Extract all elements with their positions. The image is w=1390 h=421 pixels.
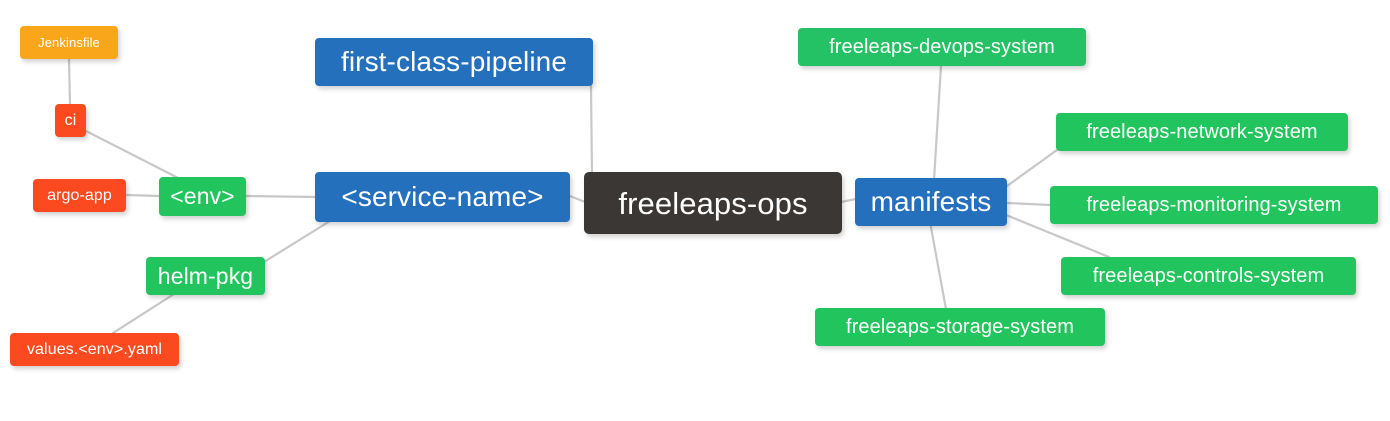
node-argo-app[interactable]: argo-app	[33, 179, 126, 212]
node-freeleaps-devops-system-label: freeleaps-devops-system	[829, 36, 1055, 58]
node-freeleaps-devops-system[interactable]: freeleaps-devops-system	[798, 28, 1086, 66]
node-ci-label: ci	[64, 111, 77, 129]
node-env-label: <env>	[170, 183, 235, 209]
edge-helm-values	[111, 292, 176, 335]
node-ci[interactable]: ci	[55, 104, 86, 137]
node-freeleaps-monitoring-system[interactable]: freeleaps-monitoring-system	[1050, 186, 1378, 224]
edge-manifests-monitor	[1006, 201, 1052, 207]
edge-ci-jenkins	[67, 57, 72, 106]
node-manifests[interactable]: manifests	[855, 178, 1007, 226]
node-freeleaps-storage-system-label: freeleaps-storage-system	[845, 316, 1075, 338]
node-jenkinsfile[interactable]: Jenkinsfile	[20, 26, 118, 59]
node-manifests-label: manifests	[870, 186, 992, 217]
edge-env-argo	[124, 193, 161, 198]
node-freeleaps-network-system-label: freeleaps-network-system	[1086, 121, 1318, 143]
edge-manifests-devops	[932, 64, 943, 182]
node-freeleaps-storage-system[interactable]: freeleaps-storage-system	[815, 308, 1105, 346]
node-argo-app-label: argo-app	[47, 186, 112, 204]
node-service-name-label: <service-name>	[341, 181, 544, 212]
node-helm-pkg[interactable]: helm-pkg	[146, 257, 265, 295]
node-root[interactable]: freeleaps-ops	[584, 172, 842, 234]
node-freeleaps-controls-system[interactable]: freeleaps-controls-system	[1061, 257, 1356, 295]
edge-env-ci	[84, 129, 188, 184]
node-freeleaps-controls-system-label: freeleaps-controls-system	[1092, 265, 1325, 287]
node-jenkinsfile-label: Jenkinsfile	[38, 35, 100, 50]
node-first-class-pipeline-label: first-class-pipeline	[340, 46, 568, 77]
edge-service-helm	[262, 219, 332, 264]
edge-root-service	[568, 194, 587, 204]
node-root-label: freeleaps-ops	[618, 185, 808, 221]
node-values-yaml-label: values.<env>.yaml	[26, 340, 163, 358]
edge-manifests-network	[1005, 148, 1059, 188]
node-env[interactable]: <env>	[159, 177, 246, 216]
edge-root-manifests	[839, 197, 858, 204]
edge-root-pipeline	[589, 84, 594, 177]
edge-manifests-storage	[928, 220, 948, 311]
node-service-name[interactable]: <service-name>	[315, 172, 570, 222]
edge-service-env	[244, 194, 318, 199]
node-freeleaps-monitoring-system-label: freeleaps-monitoring-system	[1086, 194, 1342, 216]
node-values-yaml[interactable]: values.<env>.yaml	[10, 333, 179, 366]
node-freeleaps-network-system[interactable]: freeleaps-network-system	[1056, 113, 1348, 151]
node-helm-pkg-label: helm-pkg	[157, 262, 254, 289]
node-first-class-pipeline[interactable]: first-class-pipeline	[315, 38, 593, 86]
